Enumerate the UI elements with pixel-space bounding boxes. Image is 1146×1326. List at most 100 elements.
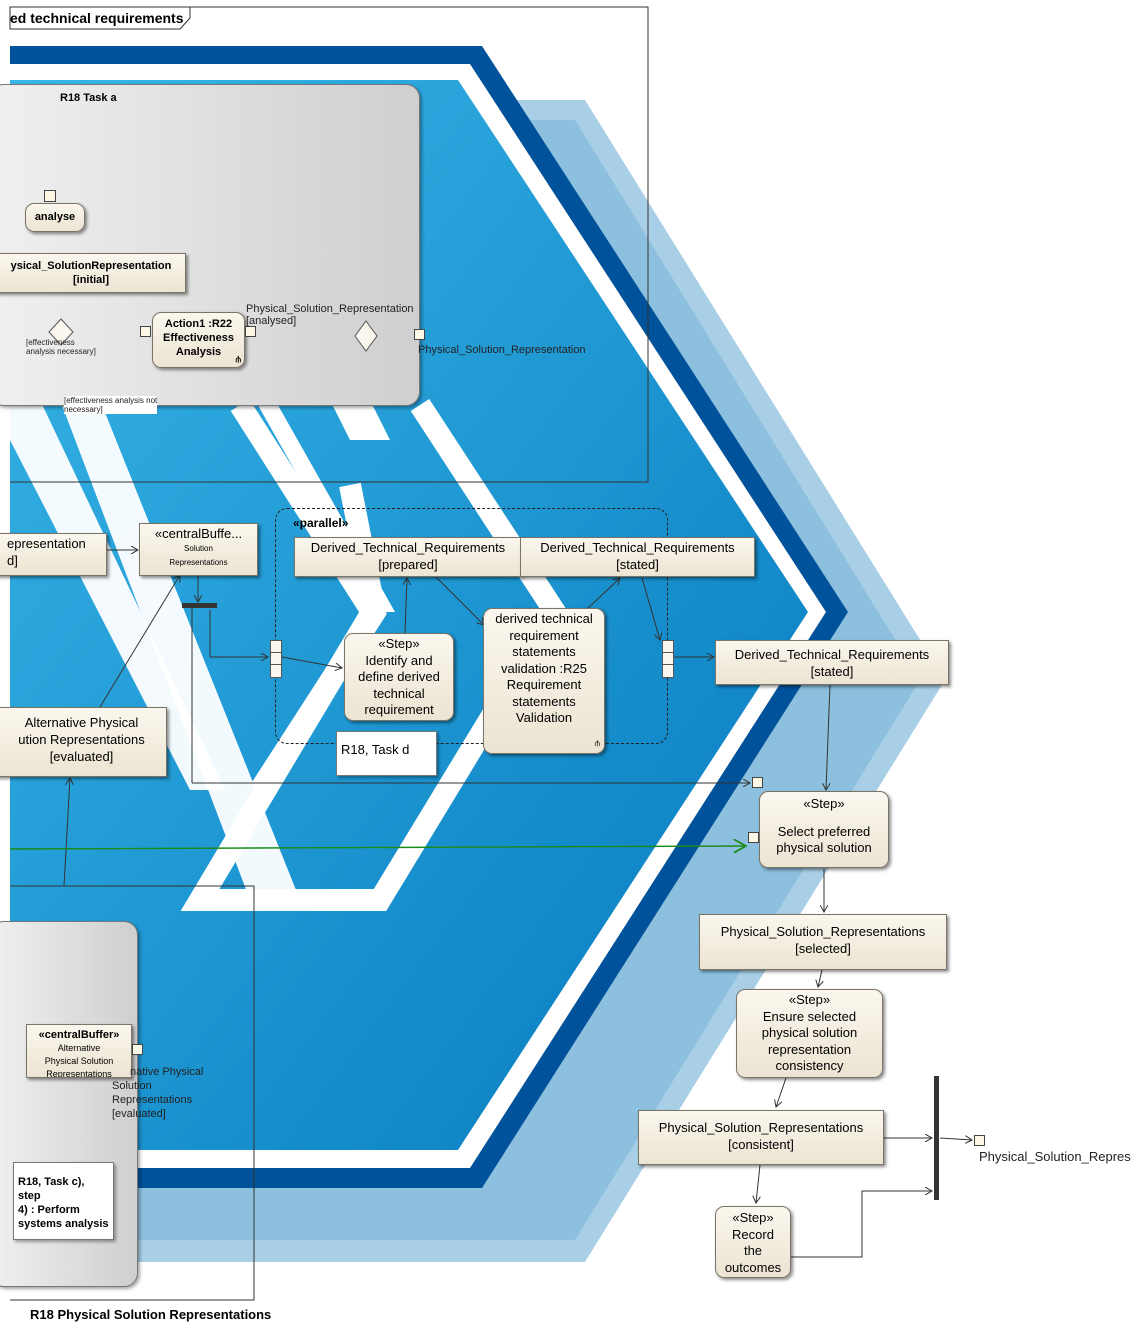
psr-selected-line1: Physical_Solution_Representations [720,924,926,939]
step-ensure-consistency[interactable]: «Step» Ensure selected physical solution… [736,989,883,1078]
rake-icon: ⫛ [594,737,600,748]
alt-phys-line1: Alternative Physical [24,715,139,730]
central-buffer-solution-reps[interactable]: «centralBuffe... Solution Representation… [139,523,258,576]
step-select-line1: Select preferred [777,823,871,839]
validation-action[interactable]: derived technical requirement statements… [483,608,605,754]
step-ensure-line4: consistency [775,1058,844,1073]
validation-line0: derived technical [495,611,593,626]
action1-effectiveness-analysis[interactable]: Action1 :R22 Effectiveness Analysis ⫛ [152,312,245,368]
dtr-stated-right-line1: Derived_Technical_Requirements [734,647,930,662]
note-task-c[interactable]: R18, Task c), step 4) : Perform systems … [13,1162,114,1240]
step-select-preferred[interactable]: «Step» Select preferred physical solutio… [759,791,889,868]
representation-left-object[interactable]: epresentation d] [0,533,107,576]
psr-output-pin-label: Physical_Solution_Representation [418,344,586,356]
cb-alt-line1: «centralBuffer» [38,1029,120,1041]
rep-left-line2: d] [7,553,18,568]
central-buffer-line3: Representations [169,558,228,567]
action1-line1: Action1 :R22 [164,318,233,330]
expansion-node-left[interactable] [270,640,282,678]
step-ensure-line1: Ensure selected [762,1008,857,1024]
guard-necessary-line2: analysis necessary] [26,347,96,356]
cb-alt-line3: Physical Solution [44,1056,114,1066]
step-record-line0: «Step» [732,1210,774,1225]
alt-physical-label: native Physical Solution Representations… [112,1065,203,1121]
cb-alt-output-pin[interactable] [132,1044,143,1055]
fork-bar-horizontal[interactable] [182,603,217,608]
dtr-stated-right-line2: [stated] [810,664,854,679]
analyse-action[interactable]: analyse [25,203,85,232]
decision-diamond-left[interactable] [48,318,74,346]
step-identify-line1: Identify and [365,652,433,668]
note-task-c-line2: 4) : Perform [18,1204,80,1216]
frame-tab [9,6,191,30]
step-identify-line3: technical [373,685,425,701]
step-record-line3: outcomes [724,1259,782,1275]
action1-line2: Effectiveness [163,332,234,344]
bottom-frame-border [10,885,255,1301]
psr-consistent-line2: [consistent] [728,1137,794,1152]
expansion-node-left-divider2 [270,664,282,665]
dtr-stated-line2: [stated] [616,557,659,572]
expansion-node-left-divider [270,652,282,653]
analyse-label: analyse [34,211,76,223]
validation-line6: Validation [515,710,573,725]
inner-chevron-2 [250,482,387,796]
psr-initial-line2: [initial] [72,274,110,286]
step-record-outcomes[interactable]: «Step» Record the outcomes [715,1206,791,1278]
central-buffer-alt-phys[interactable]: «centralBuffer» Alternative Physical Sol… [26,1024,132,1078]
central-buffer-line1: «centralBuffe... [154,526,243,541]
dtr-prepared-line1: Derived_Technical_Requirements [310,540,506,555]
psr-analysed-line1: Physical_Solution_Representation [246,303,414,315]
select-input-pin-left[interactable] [748,832,759,843]
validation-line3: validation :R25 [501,660,587,676]
central-buffer-line2: Solution [184,544,213,553]
region-bottom-title: R18 Physical Solution Representations [30,1307,272,1322]
psr-output-pin[interactable] [414,329,425,340]
guard-not-line1: [effectiveness analysis not [64,396,158,405]
action1-input-pin[interactable] [140,326,151,337]
guard-necessary-line1: [effectiveness [26,338,75,347]
alt-label-line3: Representations [112,1094,193,1106]
select-input-pin-top[interactable] [752,777,763,788]
inner-chevron [180,398,568,911]
parallel-region[interactable] [275,508,668,744]
step-select-line2: physical solution [776,840,872,855]
validation-line2: statements [512,644,576,659]
step-record-line1: Record [732,1226,774,1242]
analyse-input-pin[interactable] [44,190,56,202]
alt-phys-line2: ution Representations [18,732,145,747]
frame-title: ed technical requirements [10,10,184,26]
note-task-c-line3: systems analysis [18,1218,109,1230]
activity-output-pin[interactable] [974,1135,985,1146]
note-task-d[interactable]: R18, Task d [336,731,437,776]
dtr-prepared-object[interactable]: Derived_Technical_Requirements [prepared… [294,537,522,577]
alt-physical-evaluated-object[interactable]: Alternative Physical ution Representatio… [0,707,167,777]
step-identify-define[interactable]: «Step» Identify and define derived techn… [344,633,454,721]
alt-phys-line3: [evaluated] [49,749,114,764]
activity-output-pin-label: Physical_Solution_Repres [979,1149,1131,1164]
dtr-stated-right-object[interactable]: Derived_Technical_Requirements [stated] [715,640,949,685]
psr-selected-object[interactable]: Physical_Solution_Representations [selec… [699,914,947,970]
step-identify-line2: define derived [358,669,440,684]
psr-initial-object[interactable]: ysical_SolutionRepresentation [initial] [0,253,186,293]
psr-consistent-object[interactable]: Physical_Solution_Representations [consi… [638,1110,884,1165]
rake-icon: ⫛ [235,354,241,364]
step-ensure-line0: «Step» [788,992,831,1007]
step-identify-line0: «Step» [378,636,420,651]
expansion-node-right-divider [662,652,674,653]
step-identify-line4: requirement [364,702,434,717]
join-bar-vertical[interactable] [934,1076,939,1200]
expansion-node-right[interactable] [662,640,674,678]
psr-analysed-line2: [analysed] [246,315,297,327]
frame-border [10,6,649,483]
alt-label-line2: Solution [112,1080,152,1092]
step-select-line0: «Step» [803,796,845,811]
action1-line3: Analysis [175,346,222,358]
psr-analysed-label: Physical_Solution_Representation [analys… [246,303,414,327]
validation-line4: Requirement [506,677,582,692]
action1-output-pin[interactable] [245,326,256,337]
merge-diamond[interactable] [354,320,378,352]
step-ensure-line2: physical solution [761,1025,858,1040]
dtr-stated-object[interactable]: Derived_Technical_Requirements [stated] [520,537,755,577]
validation-line1: requirement [509,627,579,643]
